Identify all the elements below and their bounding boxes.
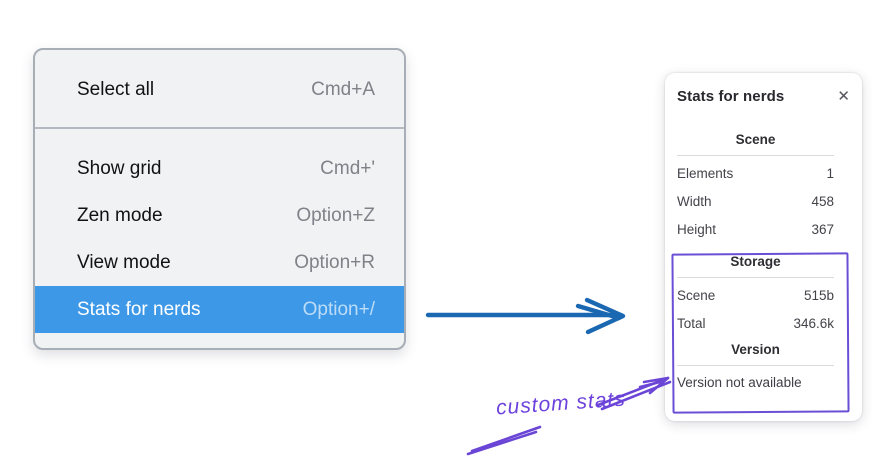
stats-for-nerds-panel: Stats for nerds ✕ Scene Elements 1 Width…: [665, 73, 862, 421]
stat-value: 1: [826, 165, 834, 181]
stat-value: 515b: [803, 287, 834, 303]
stat-row-width: Width 458: [677, 187, 834, 215]
section-heading-version: Version: [731, 342, 780, 357]
menu-item-view-mode[interactable]: View mode Option+R: [35, 239, 404, 286]
custom-stats-annotation-arrows: [466, 376, 672, 456]
stats-panel-title: Stats for nerds: [677, 87, 785, 105]
menu-item-zen-mode[interactable]: Zen mode Option+Z: [35, 192, 404, 239]
section-divider: [677, 155, 834, 156]
menu-to-panel-arrow: [425, 297, 626, 335]
stat-label: Width: [677, 193, 712, 209]
stat-row-scene-storage: Scene 515b: [677, 281, 834, 309]
stat-value: 458: [811, 193, 834, 209]
menu-item-shortcut: Option+Z: [296, 204, 375, 226]
section-heading-scene: Scene: [735, 132, 776, 147]
section-divider: [677, 365, 834, 366]
stat-value: 346.6k: [793, 315, 834, 331]
menu-item-label: Stats for nerds: [77, 298, 201, 320]
menu-item-shortcut: Cmd+A: [311, 79, 375, 100]
stat-row-total-storage: Total 346.6k: [677, 309, 834, 337]
stat-label: Elements: [677, 165, 734, 181]
context-menu: Select all Cmd+A Show grid Cmd+' Zen mod…: [33, 48, 406, 350]
menu-item-show-grid[interactable]: Show grid Cmd+': [35, 145, 404, 192]
stat-row-height: Height 367: [677, 215, 834, 243]
stats-panel-header: Stats for nerds ✕: [677, 85, 850, 107]
section-heading-storage: Storage: [730, 254, 781, 269]
menu-item-label: View mode: [77, 251, 171, 273]
stat-label: Scene: [677, 287, 716, 303]
menu-item-label: Zen mode: [77, 204, 163, 226]
section-divider: [677, 277, 834, 278]
menu-divider: [35, 127, 404, 129]
menu-item-label: Show grid: [77, 157, 162, 179]
stat-row-elements: Elements 1: [677, 159, 834, 187]
version-note: Version not available: [677, 374, 802, 390]
menu-item-shortcut: Option+R: [294, 251, 375, 273]
menu-item-label: Select all: [77, 79, 155, 100]
close-icon[interactable]: ✕: [837, 87, 850, 105]
menu-item-select-all[interactable]: Select all Cmd+A: [35, 68, 404, 112]
menu-item-shortcut: Option+/: [302, 298, 375, 320]
stat-label: Total: [677, 315, 706, 331]
menu-item-shortcut: Cmd+': [320, 157, 375, 179]
stat-value: 367: [811, 221, 834, 237]
stat-label: Height: [677, 221, 717, 237]
menu-item-stats-for-nerds[interactable]: Stats for nerds Option+/: [35, 286, 404, 333]
